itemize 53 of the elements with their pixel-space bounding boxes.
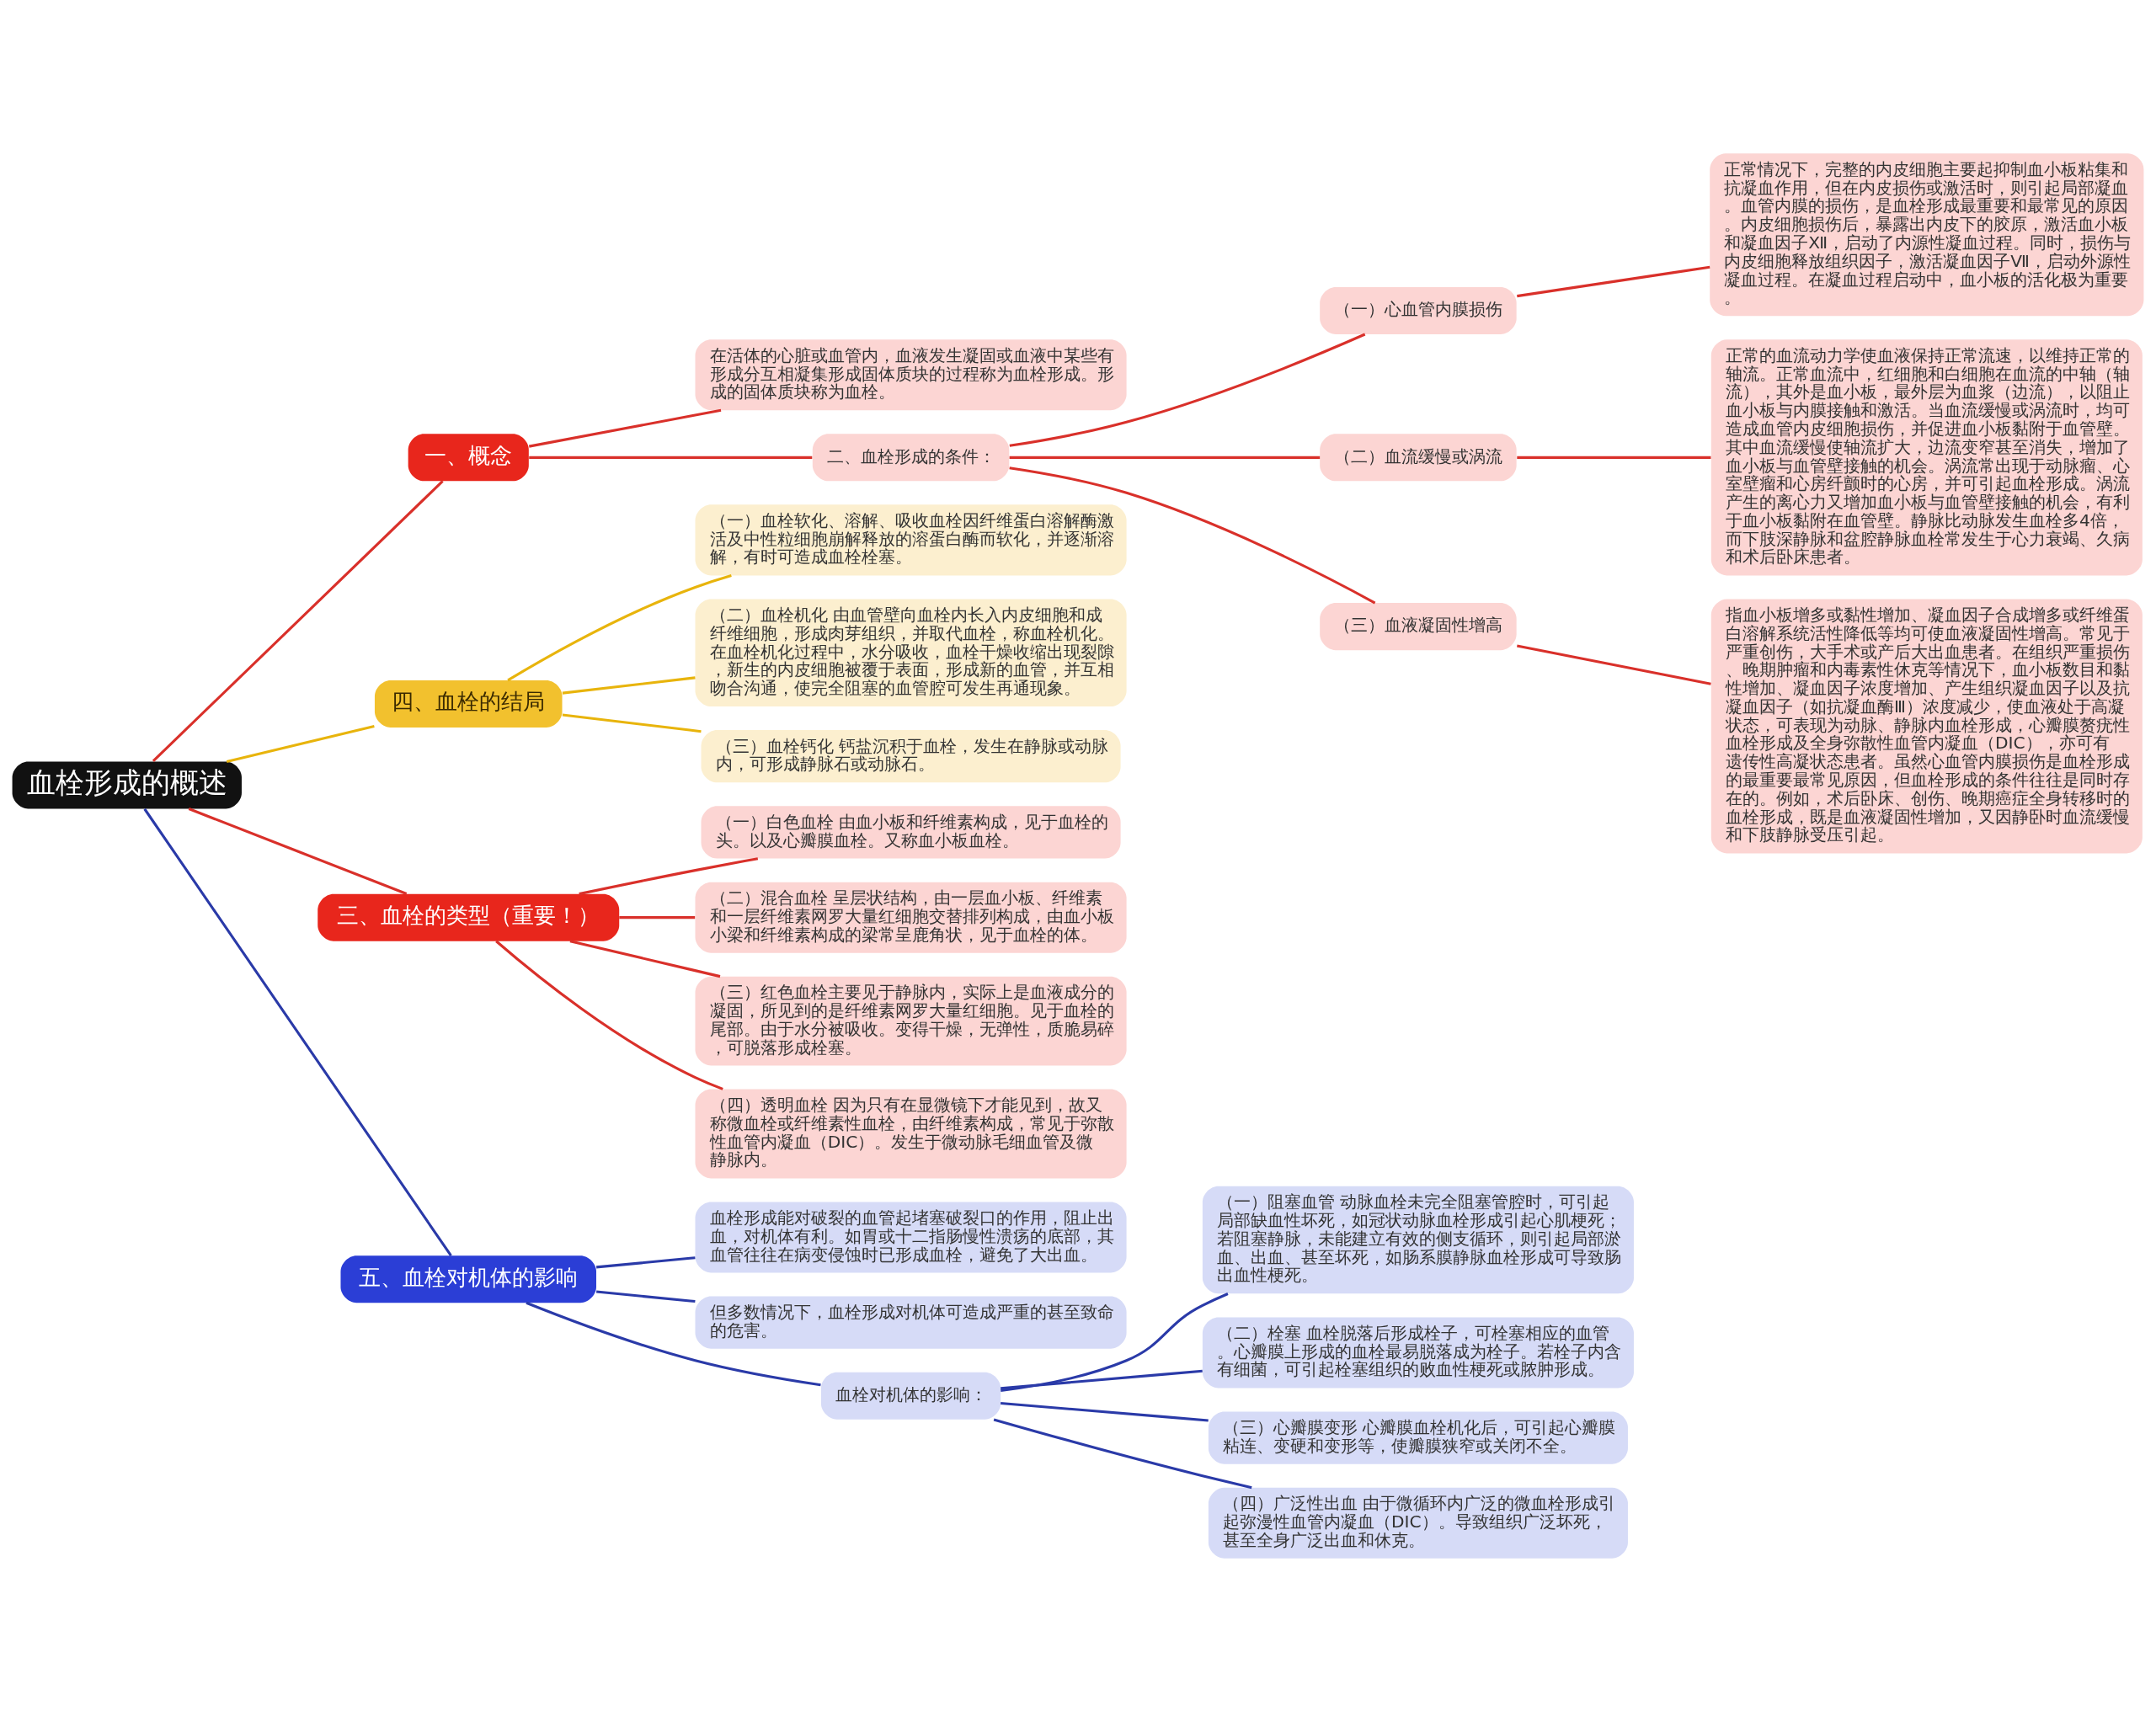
node-box: 在活体的心脏或血管内，血液发生凝固或血液中某些有形成分互相凝集形成固体质块的过程称为血栓形成。形成的固体质块称为血栓。 [695,338,1127,410]
connector [619,915,696,919]
node-box: 五、血栓对机体的影响 [340,1255,596,1303]
connector [143,808,452,1256]
node-box: （二）栓塞 血栓脱落后形成栓子，可栓塞相应的血管。心瓣膜上形成的血栓最易脱落成为栓子。若栓子内含有细菌，可引起栓塞组织的败血性梗死或脓肿形成。 [1202,1316,1634,1388]
node-box: （四）透明血栓 因为只有在显微镜下才能见到，故又称微血栓或纤维素性血栓，由纤维素构成，常见于弥散性血管内凝血（DIC）。发生于微动脉毛细血管及微静脉内。 [695,1089,1127,1178]
connector [528,408,722,448]
node-box: （四）广泛性出血 由于微循环内广泛的微血栓形成引起弥漫性血管内凝血（DIC）。导致组织广泛坏死，甚至全身广泛出血和休克。 [1208,1487,1628,1559]
connector [1009,456,1321,459]
connector [226,724,375,763]
node-box: 三、血栓的类型（重要！） [318,893,620,941]
node-box: 四、血栓的结局 [374,680,563,728]
node-box: （二）血栓机化 由血管壁向血栓内长入内皮细胞和成纤维细胞，形成肉芽组织，并取代血栓，称血栓机化。在血栓机化过程中，水分吸收，血栓干燥收缩出现裂隙，新生的内皮细胞被覆于表面，形成新的血管，并互相吻合沟通，使完全阻塞的血管腔可发生再通现象。 [695,598,1127,706]
node-box: （一）阻塞血管 动脉血栓未完全阻塞管腔时，可引起局部缺血性坏死，如冠状动脉血栓形成引起心肌梗死；若阻塞静脉，未能建立有效的侧支循环，则引起局部淤血、出血、甚至坏死，如肠系膜静脉血栓形成可导致肠出血性梗死。 [1202,1186,1634,1293]
node-box: 一、概念 [408,433,529,481]
node-box: 指血小板增多或黏性增加、凝血因子合成增多或纤维蛋白溶解系统活性降低等均可使血液凝固性增高。常见于严重创伤，大手术或产后大出血患者。在组织严重损伤、晚期肿瘤和内毒素性休克等情况下，血小板数目和黏性增加、凝血因子浓度增加、产生组织凝血因子以及抗凝血因子（如抗凝血酶Ⅲ）浓度减少，使血液处于高凝状态，可表现为动脉、静脉内血栓形成，心瓣膜赘疣性血栓形成及全身弥散性血管内凝血（DIC），亦可有遗传性高凝状态患者。虽然心血管内膜损伤是血栓形成的最重要最常见原因，但血栓形成的条件往往是同时存在的。例如，术后卧床、创伤、晚期癌症全身转移时的血栓形成，既是血液凝固性增加，又因静卧时血流缓慢和下肢静脉受压引起。 [1710,598,2143,853]
connector [562,713,702,733]
connector [1001,1401,1209,1422]
node-box: （一）心血管内膜损伤 [1320,286,1517,334]
connector [993,1417,1252,1489]
node-box: （三）心瓣膜变形 心瓣膜血栓机化后，可引起心瓣膜粘连、变硬和变形等，使瓣膜狭窄或关闭不全。 [1208,1410,1628,1464]
connector [1001,1369,1203,1389]
connector [579,856,759,895]
connector [188,807,408,895]
connector [569,939,721,978]
connector [526,1301,821,1386]
connector [507,573,732,681]
connector [1009,333,1366,447]
connector [1009,466,1376,604]
node-box: 但多数情况下，血栓形成对机体可造成严重的甚至致命的危害。 [695,1296,1127,1349]
node-box: （三）红色血栓主要见于静脉内，实际上是血液成分的凝固，所见到的是纤维素网罗大量红细胞。见于血栓的尾部。由于水分被吸收。变得干燥，无弹性，质脆易碎，可脱落形成栓塞。 [695,976,1127,1066]
connector [562,675,696,695]
connector [529,456,813,459]
connector [495,940,723,1090]
node-box: （一）白色血栓 由血小板和纤维素构成，见于血栓的头。以及心瓣膜血栓。又称血小板血栓。 [701,805,1121,859]
connector [595,1290,696,1303]
connector [1001,1292,1229,1392]
node-box: （三）血液凝固性增高 [1320,602,1517,650]
node-box: （二）混合血栓 呈层状结构，由一层血小板、纤维素和一层纤维素网罗大量红细胞交替排列构成，由血小板小梁和纤维素构成的梁常呈鹿角状，见于血栓的体。 [695,882,1127,953]
node-box: 正常的血流动力学使血液保持正常流速，以维持正常的轴流。正常血流中，红细胞和白细胞在血流的中轴（轴流），其外是血小板，最外层为血浆（边流），以阻止血小板与内膜接触和激活。当血流缓慢或涡流时，均可造成血管内皮细胞损伤，并促进血小板黏附于血管壁。其中血流缓慢使轴流扩大，边流变窄甚至消失，增加了血小板与血管壁接触的机会。涡流常出现于动脉瘤、心室壁瘤和心房纤颤时的心房，并可引起血栓形成。涡流产生的离心力又增加血小板与血管壁接触的机会，有利于血小板黏附在血管壁。静脉比动脉发生血栓多4倍，而下肢深静脉和盆腔静脉血栓常发生于心力衰竭、久病和术后卧床患者。 [1710,338,2143,575]
connector [1517,456,1711,459]
node-box: 正常情况下，完整的内皮细胞主要起抑制血小板粘集和抗凝血作用，但在内皮损伤或激活时，则引起局部凝血。血管内膜的损伤，是血栓形成最重要和最常见的原因。内皮细胞损伤后，暴露出内皮下的胶原，激活血小板和凝血因子Ⅻ，启动了内源性凝血过程。同时，损伤与内皮细胞释放组织因子，激活凝血因子Ⅶ，启动外源性凝血过程。在凝血过程启动中，血小板的活化极为重要。 [1710,152,2144,316]
connector [152,479,444,762]
connector [1517,265,1710,297]
node-box: （三）血栓钙化 钙盐沉积于血栓，发生在静脉或动脉内，可形成静脉石或动脉石。 [701,729,1121,782]
connector [1517,643,1711,685]
connector [596,1255,696,1268]
node-box: （一）血栓软化、溶解、吸收血栓因纤维蛋白溶解酶激活及中性粒细胞崩解释放的溶蛋白酶而软化，并逐渐溶解，有时可造成血栓栓塞。 [695,504,1127,575]
node-box: 血栓对机体的影响： [820,1372,1001,1420]
node-box: 二、血栓形成的条件： [812,433,1010,481]
node-box: （二）血流缓慢或涡流 [1320,433,1517,481]
node-box: 血栓形成能对破裂的血管起堵塞破裂口的作用，阻止出血，对机体有利。如胃或十二指肠慢性溃疡的底部，其血管往往在病变侵蚀时已形成血栓，避免了大出血。 [695,1201,1127,1272]
node-box: 血栓形成的概述 [12,760,242,808]
